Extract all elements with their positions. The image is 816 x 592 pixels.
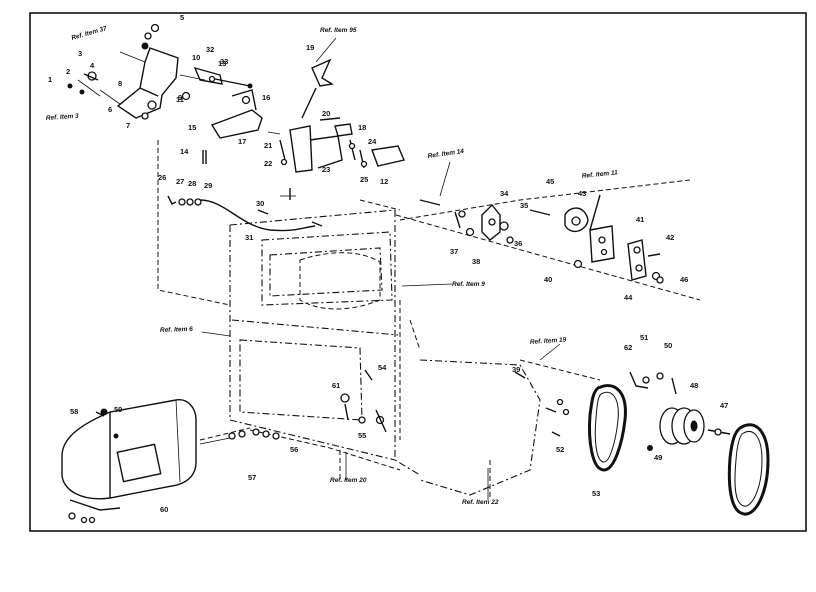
ref-label-r3: Ref. Item 3 <box>46 113 80 122</box>
reference-labels: Ref. Item 37 Ref. Item 95 Ref. Item 3 Ref. … <box>46 25 619 506</box>
item-number-52: 52 <box>556 445 564 454</box>
item-number-6: 6 <box>108 105 112 114</box>
ref-label-r37: Ref. Item 37 <box>71 25 108 42</box>
item-number-26: 26 <box>158 173 166 182</box>
ref-label-r20: Ref. Item 20 <box>330 477 367 484</box>
item-number-54: 54 <box>378 363 387 372</box>
item-number-labels: 1234567891011121314151617181920212223242… <box>48 13 728 514</box>
item-number-39: 39 <box>512 365 520 374</box>
item-number-49: 49 <box>654 453 662 462</box>
item-number-17: 17 <box>238 137 246 146</box>
ref-label-r19: Ref. Item 19 <box>530 336 567 346</box>
item-number-31: 31 <box>245 233 253 242</box>
ref-label-r6: Ref. Item 6 <box>160 326 193 334</box>
item-number-44: 44 <box>624 293 633 302</box>
item-number-51: 51 <box>640 333 648 342</box>
belts-and-pulley <box>514 371 770 516</box>
leader-line-r6 <box>201 331 231 337</box>
item-number-48: 48 <box>690 381 698 390</box>
item-number-11: 11 <box>176 95 184 104</box>
item-number-24: 24 <box>368 137 377 146</box>
item-number-41: 41 <box>636 215 644 224</box>
item-number-59: 59 <box>114 405 122 414</box>
item-number-29: 29 <box>204 181 212 190</box>
item-number-57: 57 <box>248 473 256 482</box>
upper-left-bracket <box>67 23 253 120</box>
item-number-55: 55 <box>358 431 366 440</box>
item-number-8: 8 <box>118 79 122 88</box>
item-number-27: 27 <box>176 177 184 186</box>
item-number-61: 61 <box>332 381 340 390</box>
item-number-32: 32 <box>206 45 214 54</box>
item-number-36: 36 <box>514 239 522 248</box>
item-number-22: 22 <box>264 159 272 168</box>
item-number-1: 1 <box>48 75 52 84</box>
item-number-4: 4 <box>90 61 95 70</box>
item-number-10: 10 <box>192 53 200 62</box>
item-number-34: 34 <box>500 189 509 198</box>
item-number-40: 40 <box>544 275 552 284</box>
item-number-14: 14 <box>180 147 189 156</box>
item-number-18: 18 <box>358 123 366 132</box>
item-number-2: 2 <box>66 67 70 76</box>
ref-label-r11: Ref. Item 11 <box>581 169 618 180</box>
item-number-3: 3 <box>78 49 82 58</box>
drawing-border <box>29 12 807 532</box>
lever-parts <box>202 58 405 200</box>
item-number-21: 21 <box>264 141 272 150</box>
ref-label-r9: Ref. Item 9 <box>452 281 485 288</box>
item-number-46: 46 <box>680 275 688 284</box>
item-number-45: 45 <box>546 177 554 186</box>
item-number-28: 28 <box>188 179 196 188</box>
item-number-12: 12 <box>380 177 388 186</box>
item-number-13: 13 <box>218 59 226 68</box>
item-number-50: 50 <box>664 341 672 350</box>
item-number-58: 58 <box>70 407 78 416</box>
leader-line-r95 <box>315 37 337 63</box>
item-number-16: 16 <box>262 93 270 102</box>
item-number-35: 35 <box>520 201 528 210</box>
item-number-33: 33 <box>220 57 228 66</box>
item-number-47: 47 <box>720 401 728 410</box>
item-number-9: 9 <box>178 93 182 102</box>
item-number-42: 42 <box>666 233 674 242</box>
item-number-23: 23 <box>322 165 330 174</box>
leader-line-r19 <box>539 343 561 361</box>
ref-label-r14: Ref. Item 14 <box>427 148 464 160</box>
item-number-25: 25 <box>360 175 368 184</box>
item-number-5: 5 <box>180 13 184 22</box>
leader-lines <box>201 37 561 500</box>
ref-label-r22: Ref. Item 22 <box>462 499 499 506</box>
cable-assembly <box>167 195 323 232</box>
item-number-19: 19 <box>306 43 314 52</box>
item-number-53: 53 <box>592 489 600 498</box>
item-number-15: 15 <box>188 123 196 132</box>
item-number-62: 62 <box>624 343 632 352</box>
item-number-43: 43 <box>578 189 586 198</box>
item-number-30: 30 <box>256 199 264 208</box>
ref-label-r95: Ref. Item 95 <box>320 27 357 34</box>
belt-guard <box>61 399 280 524</box>
leader-line-r9 <box>401 283 453 287</box>
item-number-56: 56 <box>290 445 298 454</box>
housing-phantom <box>157 140 701 500</box>
item-number-60: 60 <box>160 505 168 514</box>
shift-linkage <box>419 194 664 284</box>
item-number-7: 7 <box>126 121 130 130</box>
center-small-parts <box>340 369 387 433</box>
item-number-38: 38 <box>472 257 480 266</box>
item-number-37: 37 <box>450 247 458 256</box>
item-number-20: 20 <box>322 109 330 118</box>
leader-line-r14 <box>439 161 451 197</box>
